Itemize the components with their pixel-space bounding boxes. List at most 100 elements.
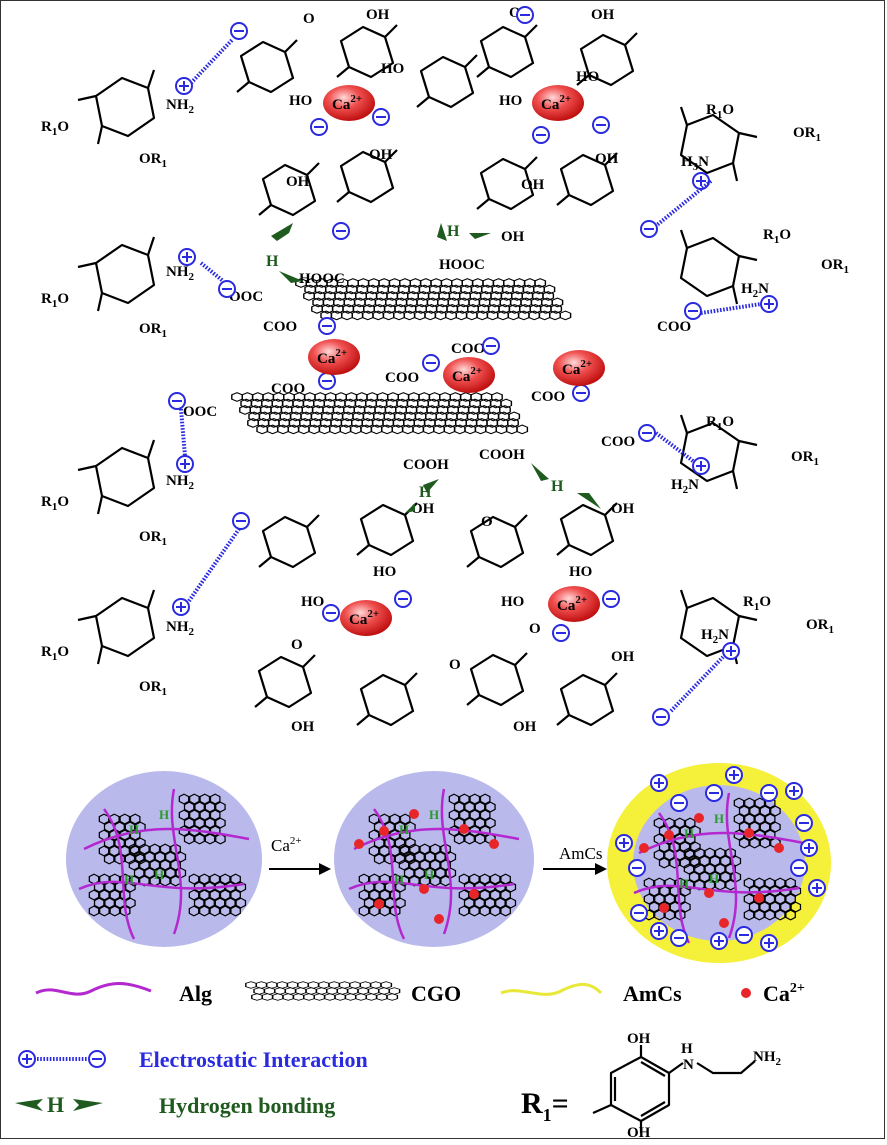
coo-label: COO [451, 341, 485, 357]
minus-icon [670, 794, 688, 812]
minus-icon [628, 859, 646, 877]
bead-alginate-chain [372, 808, 406, 940]
calcium-ion: Ca2+ [548, 586, 600, 622]
calcium-ion: Ca2+ [340, 600, 392, 636]
minus-icon [652, 708, 670, 726]
cgo-legend-cell [326, 987, 338, 995]
oh-label: OH [611, 649, 635, 665]
r1-nh-n: N [683, 1057, 694, 1073]
hydrogen-bond: H [437, 223, 491, 241]
or1-label: OR1 [139, 321, 167, 340]
plus-icon [785, 782, 803, 800]
bead-alginate-chain [170, 788, 183, 935]
cgo-legend-cell [245, 981, 257, 989]
o-label: O [529, 621, 541, 637]
oh-label: OH [501, 229, 525, 245]
bead-alginate-chain [638, 831, 805, 855]
legend-hbond: H Hydrogen bonding [15, 1092, 335, 1118]
cgo-legend-cell [365, 993, 378, 1001]
calcium-ion: Ca2+ [553, 350, 605, 386]
o-minus-label: O- [481, 511, 497, 530]
cgo-legend-cell [386, 993, 399, 1001]
minus-icon [640, 220, 658, 238]
electrostatic-link [189, 37, 235, 85]
minus-icon [394, 590, 412, 608]
minus-icon [168, 392, 186, 410]
cgo-legend-cell [357, 987, 370, 995]
bead-alginate-chain [440, 788, 453, 935]
bead-ca-dot [434, 914, 444, 924]
ho-label: HO [301, 594, 324, 610]
minus-icon [310, 118, 328, 136]
or1-label: OR1 [793, 125, 821, 144]
cgo-legend-cell [315, 987, 328, 995]
cgo-legend-cell [305, 987, 318, 995]
bead-hbond-label: H [714, 811, 724, 826]
electrostatic-link [669, 655, 725, 713]
bead-hbond-label: H [154, 867, 164, 882]
bead-alginate-chain [725, 792, 738, 939]
ho-label: HO [499, 93, 522, 109]
electrostatic-link [655, 179, 713, 227]
bead-alginate-chain [633, 884, 800, 895]
nh2-label: NH2 [166, 97, 195, 116]
chitosan-unit-right-2: R1O OR1 H2N [679, 227, 849, 313]
alginate-chain-2: OH OH OH OH OH [257, 118, 658, 245]
nh2-label: NH2 [166, 264, 195, 283]
oh-label: OH [291, 719, 315, 735]
or1-label: OR1 [139, 151, 167, 170]
bead-ca-dot [774, 843, 784, 853]
cgo-legend-cell [375, 993, 388, 1001]
chitosan-unit-left-4: NH2 R1O OR1 [41, 588, 195, 698]
cgo-legend-cell [297, 981, 309, 989]
plus-icon [175, 77, 193, 95]
o-label: O [509, 5, 521, 21]
cgo-legend-cell [271, 993, 284, 1001]
minus-icon [516, 6, 534, 24]
cgo-legend-cell [274, 987, 286, 995]
plus-icon [808, 879, 826, 897]
minus-icon [482, 337, 500, 355]
calcium-ion: Ca2+ [532, 85, 584, 121]
plus-icon [800, 839, 818, 857]
bead-ca-dot [374, 899, 384, 909]
svg-text:AmCs: AmCs [559, 844, 602, 863]
minus-icon [638, 424, 656, 442]
hooc-label: HOOC [439, 257, 485, 273]
legend-alg: Alg [35, 981, 212, 1006]
minus-icon [318, 317, 336, 335]
minus-icon [670, 929, 688, 947]
bead-ca-dot [639, 843, 649, 853]
bead-ca-dot [379, 826, 389, 836]
oh-label: OH [513, 719, 537, 735]
bead-ca-dot [419, 884, 429, 894]
ooc-label: OOC [229, 289, 263, 305]
ca-dot-icon [741, 988, 751, 998]
nh2-label: NH2 [166, 473, 195, 492]
coo-label: COO [263, 319, 297, 335]
cgo-legend-cell [378, 987, 390, 995]
cgo-legend-cell [284, 987, 297, 995]
coo-label: COO [385, 370, 419, 386]
svg-text:H: H [551, 478, 564, 495]
cgo-legend-cell [265, 981, 278, 989]
oh-label: OH [369, 147, 393, 163]
bead-hbond-label: H [394, 872, 404, 887]
svg-text:Ca2+: Ca2+ [452, 365, 482, 385]
cgo-legend-cell [261, 993, 274, 1001]
legend-ca: Ca2+ [741, 981, 805, 1006]
r1o-label: R1O [41, 494, 69, 513]
chitosan-unit-left-1: NH2 R1O OR1 [41, 68, 195, 170]
r1o-label: R1O [706, 414, 734, 433]
cgo-hex-cell [516, 424, 529, 435]
cgo-legend-cell [346, 987, 359, 995]
plus-icon [18, 1050, 36, 1068]
plus-icon [650, 922, 668, 940]
legend-hbond-label: Hydrogen bonding [159, 1093, 335, 1118]
cgo-legend-cell [344, 993, 357, 1001]
cgo-legend-cell [251, 993, 263, 1001]
bead-hbond-label: H [429, 807, 439, 822]
r1o-label: R1O [706, 102, 734, 121]
minus-icon [322, 604, 340, 622]
